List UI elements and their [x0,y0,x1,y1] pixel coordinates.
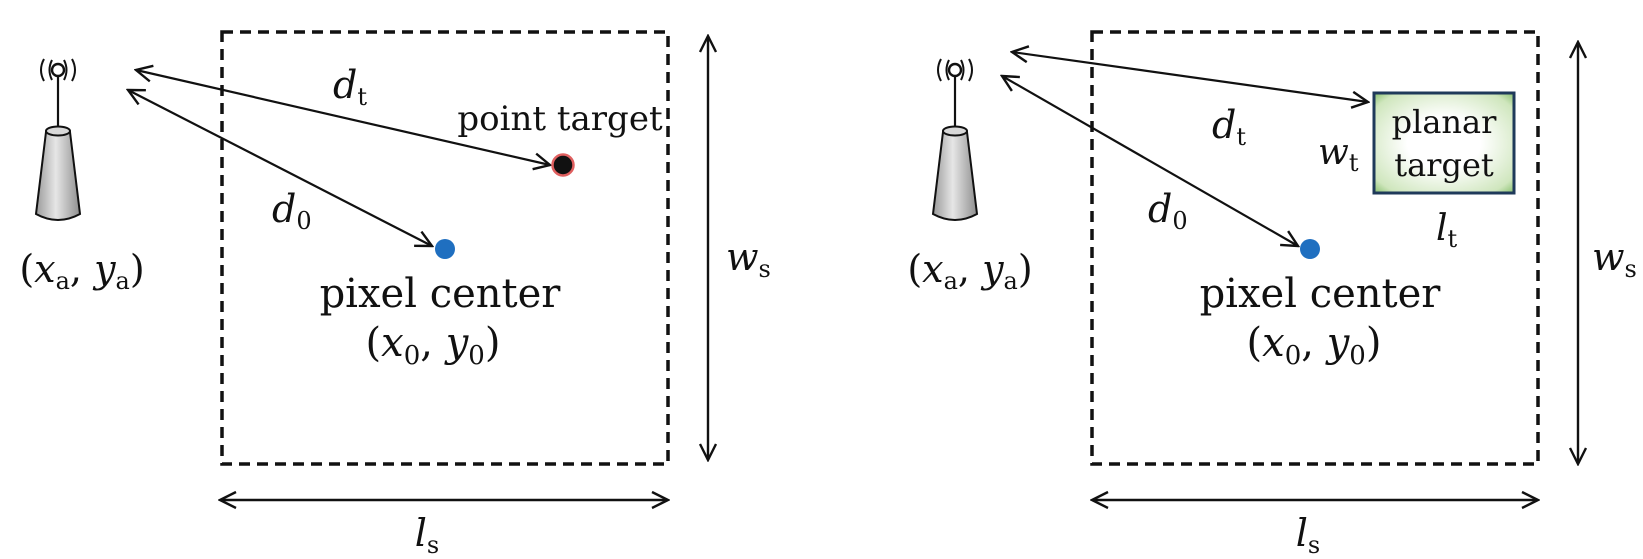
target-length-label: lt [1436,208,1458,253]
pixel-center-label: pixel center [1200,271,1442,317]
pixel-center-marker [435,239,455,259]
d-t-arrow [1012,52,1368,102]
length-label: ls [415,511,439,559]
length-label: ls [1296,511,1320,559]
d-0-label: d0 [1148,187,1188,235]
pixel-region [220,30,670,466]
pixel-center-marker [1300,239,1320,259]
d-0-arrow [1002,76,1298,246]
antenna-coordinates: (xa, ya) [19,247,144,295]
d-0-arrow [128,90,432,246]
antenna-coordinates: (xa, ya) [907,247,1032,295]
target-width-label: wt [1318,132,1359,177]
planar-target-box [1372,91,1516,195]
pixel-region [1090,30,1540,466]
antenna-icon [34,58,82,221]
d-t-label: dt [1212,103,1246,151]
point-target-marker [551,153,575,177]
left-panel: (xa, ya) point target pixel center (x0, … [19,30,771,559]
antenna-icon [931,58,979,221]
planar-target-label-line2: target [1394,146,1494,184]
point-target-label: point target [457,99,663,139]
pixel-center-label: pixel center [320,271,562,317]
pixel-center-coordinates: (x0, y0) [366,320,501,371]
d-t-label: dt [333,63,367,111]
width-label: ws [1592,235,1637,283]
right-panel: (xa, ya) planar target wt lt pixel cente… [907,30,1637,559]
width-label: ws [726,235,771,283]
d-0-label: d0 [272,187,312,235]
pixel-center-coordinates: (x0, y0) [1247,320,1382,371]
planar-target-label-line1: planar [1392,103,1497,141]
